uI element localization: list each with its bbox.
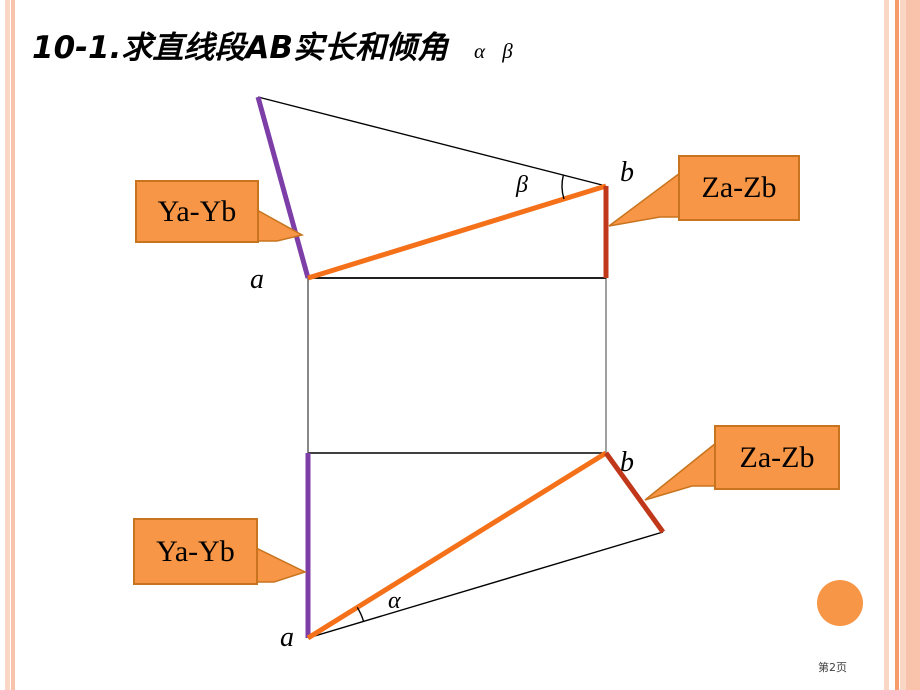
projection-frame <box>307 277 607 454</box>
true-length-thin-line-upper <box>257 96 607 187</box>
page-title: 10-1.求直线段AB实长和倾角 α β <box>32 22 519 67</box>
callout-label: Za-Zb <box>739 440 815 474</box>
angle-label-beta: β <box>516 172 528 198</box>
segment-za-zb-lower <box>603 451 666 534</box>
callout-za-zb-upper[interactable]: Za-Zb <box>678 155 800 221</box>
callout-za-zb-lower[interactable]: Za-Zb <box>714 425 840 490</box>
page-number-text: 第2页 <box>818 661 847 674</box>
point-label-a-upper: a <box>250 264 264 295</box>
angle-arc-markers <box>356 174 565 622</box>
decorative-stripe <box>11 0 15 690</box>
arc-alpha <box>356 607 365 622</box>
decorative-stripe <box>900 0 906 690</box>
decorative-stripe <box>906 0 920 690</box>
page-title-greek: α β <box>473 39 519 63</box>
decorative-stripe <box>895 0 899 690</box>
lower-construction <box>305 450 666 641</box>
point-label-b-lower: b <box>620 447 634 478</box>
upper-construction <box>255 96 609 281</box>
decorative-stripe <box>884 0 889 690</box>
callout-label: Za-Zb <box>701 171 777 204</box>
callout-label: Ya-Yb <box>156 534 235 568</box>
point-label-a-lower: a <box>280 622 294 653</box>
callout-ya-yb-upper[interactable]: Ya-Yb <box>135 180 259 243</box>
callout-pointers <box>255 171 717 583</box>
page-title-main: 10-1.求直线段AB实长和倾角 <box>32 30 448 66</box>
segment-ya-yb-upper <box>255 96 311 279</box>
segment-true-length-lower <box>306 450 608 641</box>
segment-true-length-upper <box>307 183 607 281</box>
page-number: 第2页 <box>818 659 847 675</box>
pointer-za-zb-lower <box>644 441 717 501</box>
angle-label-alpha: α <box>388 588 401 614</box>
callout-label: Ya-Yb <box>157 194 237 228</box>
point-label-b-upper: b <box>620 157 634 188</box>
decorative-circle <box>817 580 863 626</box>
pointer-ya-yb-lower <box>255 546 307 583</box>
decorative-stripe <box>5 0 10 690</box>
true-length-thin-line-lower <box>307 531 664 639</box>
arc-beta <box>561 174 565 200</box>
callout-ya-yb-lower[interactable]: Ya-Yb <box>133 518 258 585</box>
